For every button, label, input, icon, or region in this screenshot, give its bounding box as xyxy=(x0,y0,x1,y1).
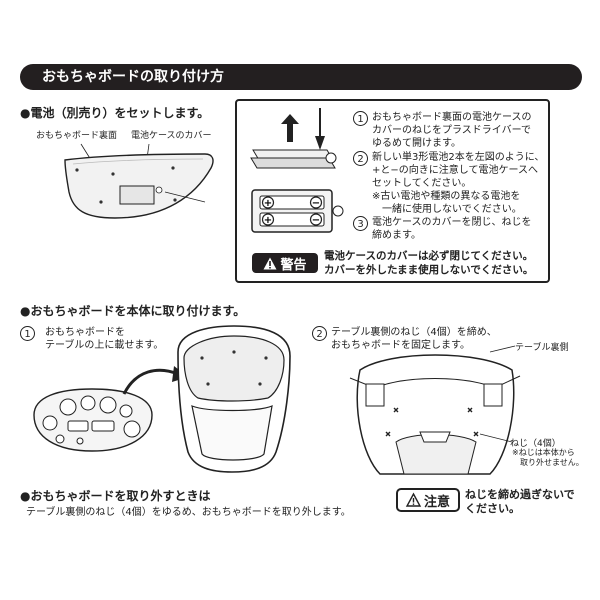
board-back-illustration xyxy=(64,143,214,219)
step-text: テーブル裏側のねじ（4個）を締め、 xyxy=(331,327,497,338)
step-number: 2 xyxy=(353,151,368,166)
battery-minus-2: − xyxy=(312,215,320,226)
caution-badge-label: 注意 xyxy=(423,494,450,510)
caution-icon xyxy=(405,492,422,507)
battery-plus-1: + xyxy=(264,198,272,209)
caution-line: ください。 xyxy=(465,502,520,515)
label-table-back: テーブル裏側 xyxy=(515,343,569,353)
attach-step-2: 2 テーブル裏側のねじ（4個）を締め、 おもちゃボードを固定します。 xyxy=(312,326,497,352)
battery-instructions-box xyxy=(235,99,550,283)
battery-plus-2: + xyxy=(264,215,272,226)
caution-badge: 注意 xyxy=(396,488,460,512)
label-board-back: おもちゃボード裏面 xyxy=(36,131,118,141)
step-text: おもちゃボード裏面の電池ケースの xyxy=(372,112,532,123)
step-number: 3 xyxy=(353,216,368,231)
step-text: おもちゃボードを固定します。 xyxy=(331,340,470,351)
battery-step-1: 1 おもちゃボード裏面の電池ケースの カバーのねじをプラスドライバーで ゆるめて… xyxy=(353,111,548,150)
label-screw: ねじ（4個） xyxy=(510,439,561,449)
section1-heading: ●電池（別売り）をセットします。 xyxy=(20,106,210,120)
screw-note-line: 取り外せません。 xyxy=(512,458,584,467)
section2-heading: ●おもちゃボードを本体に取り付けます。 xyxy=(20,304,246,318)
screw-note: ※ねじは本体から 取り外せません。 xyxy=(512,448,584,468)
step-note: 一緒に使用しないでください。 xyxy=(372,204,522,215)
warning-badge: 警告 xyxy=(252,253,318,273)
battery-cover-open-illustration xyxy=(250,108,337,169)
screw-note-line: ※ねじは本体から xyxy=(512,448,575,457)
battery-minus-1: − xyxy=(312,198,320,209)
step-text: 新しい単3形電池2本を左図のように、 xyxy=(372,152,545,163)
label-battery-cover: 電池ケースのカバー xyxy=(131,131,212,141)
step-number: 2 xyxy=(312,326,327,341)
header-title: おもちゃボードの取り付け方 xyxy=(42,69,224,85)
caution-text: ねじを締め過ぎないで ください。 xyxy=(465,488,575,516)
section3-heading: ●おもちゃボードを取り外すときは xyxy=(20,489,211,503)
step-text: ゆるめて開けます。 xyxy=(372,138,461,149)
warning-text: 電池ケースのカバーは必ず閉じてください。 カバーを外したまま使用しないでください… xyxy=(324,249,533,277)
caution-line: ねじを締め過ぎないで xyxy=(465,488,575,501)
warning-icon xyxy=(263,257,277,269)
step-number: 1 xyxy=(353,111,368,126)
step-text: 締めます。 xyxy=(372,230,421,241)
step-text: テーブルの上に載せます。 xyxy=(45,340,164,351)
battery-step-3: 3 電池ケースのカバーを閉じ、ねじを 締めます。 xyxy=(353,216,548,242)
attach-step-1: 1 おもちゃボードを テーブルの上に載せます。 xyxy=(20,326,163,352)
step-number: 1 xyxy=(20,326,35,341)
step-text: おもちゃボードを xyxy=(45,327,125,338)
battery-step-2: 2 新しい単3形電池2本を左図のように、 +と−の向きに注意して電池ケースへ セ… xyxy=(353,151,548,216)
table-underside-illustration xyxy=(349,345,521,475)
step-note: ※古い電池や種類の異なる電池を xyxy=(372,191,521,202)
toy-board-front-illustration xyxy=(33,388,153,452)
section-header: おもちゃボードの取り付け方 xyxy=(20,64,582,90)
table-with-board-illustration xyxy=(177,325,291,473)
battery-case-illustration: + − + − xyxy=(251,189,344,233)
step-text: セットしてください。 xyxy=(372,178,472,189)
section3-text: テーブル裏側のねじ（4個）をゆるめ、おもちゃボードを取り外します。 xyxy=(26,507,351,518)
step-text: 電池ケースのカバーを閉じ、ねじを xyxy=(372,217,532,228)
step-text: カバーのねじをプラスドライバーで xyxy=(372,125,531,136)
warning-line: カバーを外したまま使用しないでください。 xyxy=(324,264,534,276)
warning-badge-label: 警告 xyxy=(280,257,307,273)
warning-line: 電池ケースのカバーは必ず閉じてください。 xyxy=(324,250,534,262)
step-text: +と−の向きに注意して電池ケースへ xyxy=(372,165,538,176)
